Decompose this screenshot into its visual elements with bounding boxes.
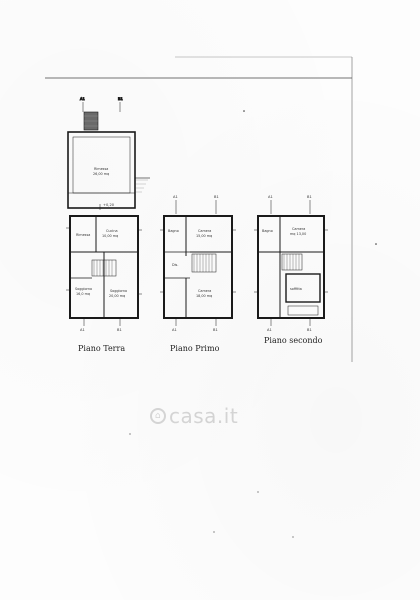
svg-text:B1: B1: [214, 195, 219, 199]
svg-text:B1: B1: [118, 97, 123, 101]
svg-text:Soggiorno: Soggiorno: [75, 287, 92, 291]
svg-text:B1: B1: [117, 328, 122, 332]
svg-text:10,00 mq: 10,00 mq: [102, 234, 118, 238]
svg-text:Rimessa: Rimessa: [94, 167, 108, 171]
svg-text:20,00 mq: 20,00 mq: [109, 294, 125, 298]
plan-piano-terra: A1 B1 Rimessa 26,00 mq +0,20: [66, 97, 150, 332]
svg-text:A1: A1: [80, 328, 85, 332]
svg-text:B1: B1: [213, 328, 218, 332]
scan-speck: [257, 491, 259, 493]
svg-text:mq 13,00: mq 13,00: [290, 232, 306, 236]
svg-text:Bagno: Bagno: [262, 229, 273, 233]
svg-text:A1: A1: [268, 195, 273, 199]
svg-text:16,0 mq: 16,0 mq: [76, 292, 90, 296]
svg-text:Rimessa: Rimessa: [76, 233, 90, 237]
svg-text:Camera: Camera: [198, 229, 211, 233]
svg-text:Bagno: Bagno: [168, 229, 179, 233]
svg-text:Camera: Camera: [198, 289, 211, 293]
plan-label-piano-primo: Piano Primo: [170, 344, 220, 353]
watermark-text: casa.it: [169, 404, 239, 428]
watermark-icon: ⌂: [150, 408, 166, 424]
svg-text:Soggiorno: Soggiorno: [110, 289, 127, 293]
scan-speck: [243, 110, 245, 112]
svg-text:A1: A1: [172, 328, 177, 332]
svg-text:+0,20: +0,20: [103, 203, 115, 207]
svg-text:B1: B1: [307, 195, 312, 199]
plan-piano-secondo: A1 B1 Camera mq 13,00 Bagno soffitta A1 …: [254, 195, 328, 332]
svg-text:Cucina: Cucina: [106, 229, 118, 233]
svg-text:A1: A1: [80, 97, 85, 101]
svg-text:A1: A1: [173, 195, 178, 199]
scan-speck: [375, 243, 377, 245]
svg-text:18,00 mq: 18,00 mq: [196, 294, 212, 298]
svg-text:A1: A1: [267, 328, 272, 332]
svg-text:26,00 mq: 26,00 mq: [93, 172, 109, 176]
scan-speck: [129, 433, 131, 435]
svg-text:15,00 mq: 15,00 mq: [196, 234, 212, 238]
scan-speck: [292, 536, 294, 538]
svg-text:Dis.: Dis.: [172, 263, 178, 267]
plan-label-piano-secondo: Piano secondo: [264, 336, 323, 345]
scan-speck: [213, 531, 215, 533]
svg-text:B1: B1: [307, 328, 312, 332]
plan-piano-primo: A1 B1 Camera 15,00 mq Bagno Dis. Camera …: [160, 195, 236, 332]
svg-text:soffitta: soffitta: [290, 287, 302, 291]
watermark-logo: ⌂ casa.it: [150, 404, 238, 428]
plan-label-piano-terra: Piano Terra: [78, 344, 126, 353]
svg-text:Camera: Camera: [292, 227, 305, 231]
